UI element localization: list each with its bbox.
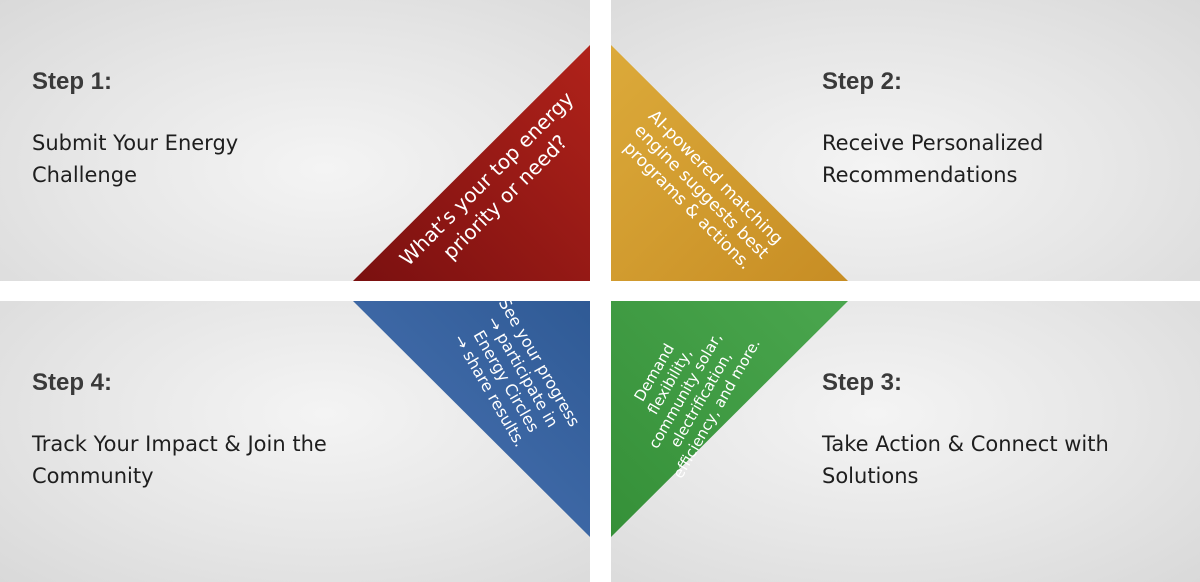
step3-description: Take Action & Connect with Solutions bbox=[822, 428, 1109, 492]
step1-description-line: Submit Your Energy bbox=[32, 131, 239, 155]
step1-title: Step 1: bbox=[32, 68, 113, 95]
step3-description-line: Take Action & Connect with bbox=[822, 432, 1109, 456]
step1-description: Submit Your Energy Challenge bbox=[32, 127, 238, 191]
step2-description: Receive Personalized Recommendations bbox=[822, 127, 1043, 191]
step4-description-line: Track Your Impact & Join the bbox=[32, 432, 327, 456]
step4-description-line: Community bbox=[32, 464, 154, 488]
triangle-step3 bbox=[611, 301, 848, 537]
step3-title: Step 3: bbox=[822, 369, 903, 396]
triangle-step2 bbox=[611, 45, 848, 281]
step1-description-line: Challenge bbox=[32, 163, 137, 187]
step4-description: Track Your Impact & Join the Community bbox=[32, 428, 327, 492]
step2-description-line: Receive Personalized bbox=[822, 131, 1044, 155]
step3-description-line: Solutions bbox=[822, 464, 919, 488]
step2-title: Step 2: bbox=[822, 68, 903, 95]
triangle-step1 bbox=[353, 45, 590, 281]
triangle-step4 bbox=[353, 301, 590, 537]
step4-title: Step 4: bbox=[32, 369, 113, 396]
step2-description-line: Recommendations bbox=[822, 163, 1018, 187]
